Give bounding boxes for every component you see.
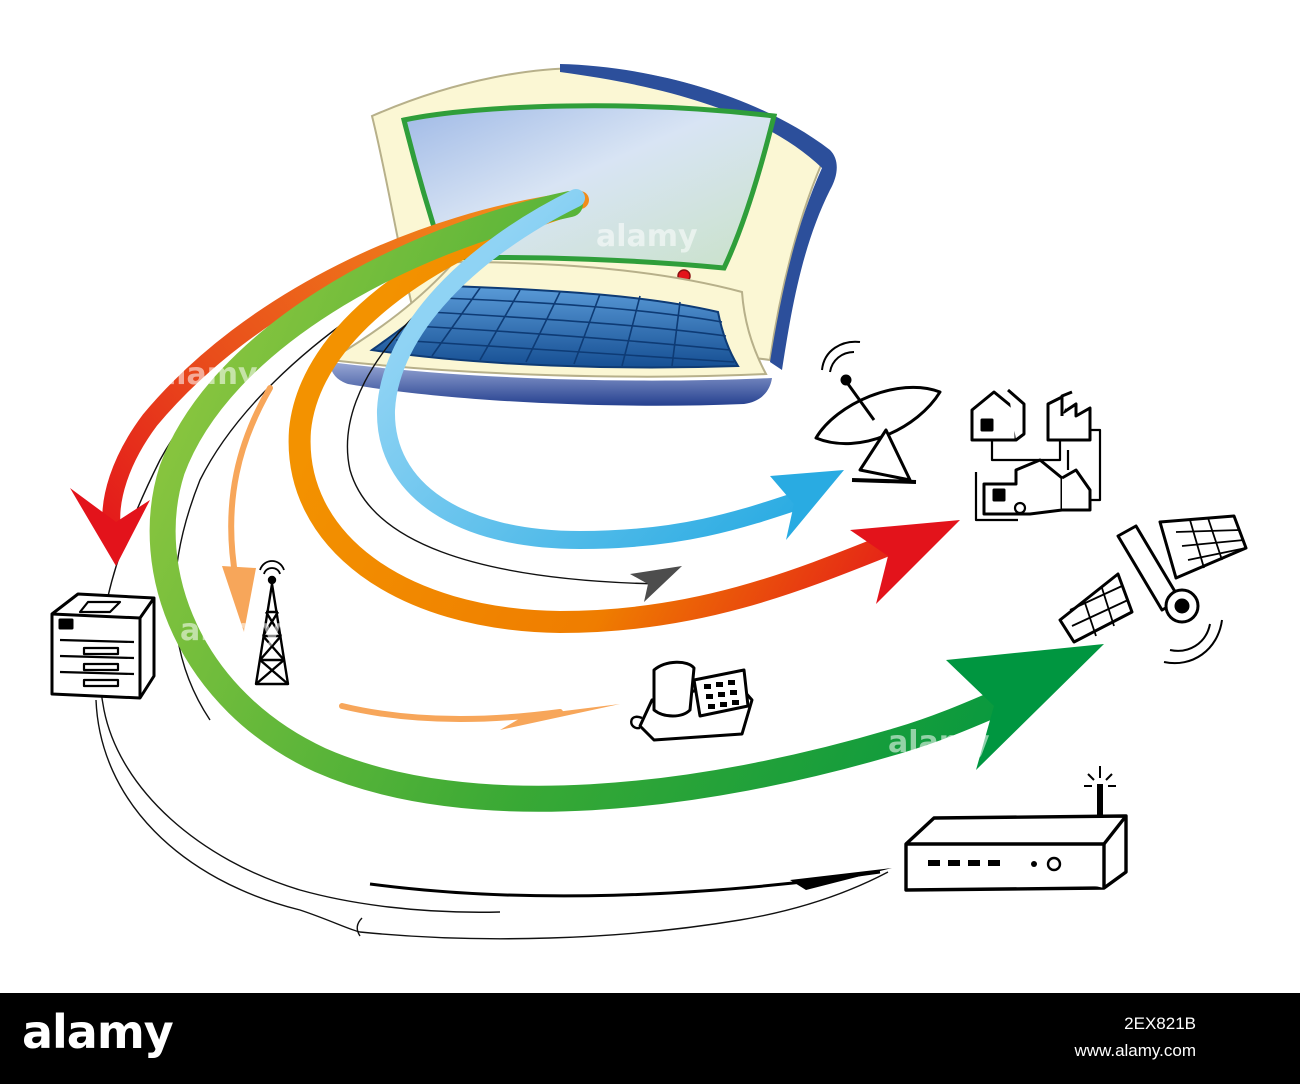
light-orange-arrowhead-tower [222,566,256,632]
watermark-mid: alamy [180,613,282,648]
orange-arrowhead [850,520,960,604]
footer-logo[interactable]: alamy [22,1005,174,1059]
satellite-dish-icon [814,340,942,484]
light-orange-arrowhead-phone [500,704,620,730]
green-arrowhead [946,644,1104,770]
fax-machine-icon [50,592,156,700]
footer-image-id: 2EX821B [1124,1014,1196,1033]
light-orange-arrow-tower [228,385,273,583]
footer-bar: alamy 2EX821B www.alamy.com [0,993,1300,1084]
red-arrowhead [70,488,150,566]
illustration: alamy alamy alamy alamy [50,64,1248,940]
router-icon [904,766,1128,892]
grey-arrowhead [630,566,682,602]
telephone-icon [630,660,754,742]
blue-arrowhead [770,470,844,540]
green-arrow [149,191,1053,812]
watermark-left: alamy [156,357,258,392]
watermark-right: alamy [888,725,990,760]
radio-tower-icon [254,560,290,686]
blue-arrow [376,189,809,550]
buildings-network-icon [970,388,1102,522]
arrows [70,189,1104,898]
watermark-top: alamy [596,219,698,254]
footer-url[interactable]: www.alamy.com [1074,1041,1196,1060]
black-arrowhead [790,868,892,890]
orange-arrow [288,197,911,634]
satellite-icon [1058,514,1248,665]
